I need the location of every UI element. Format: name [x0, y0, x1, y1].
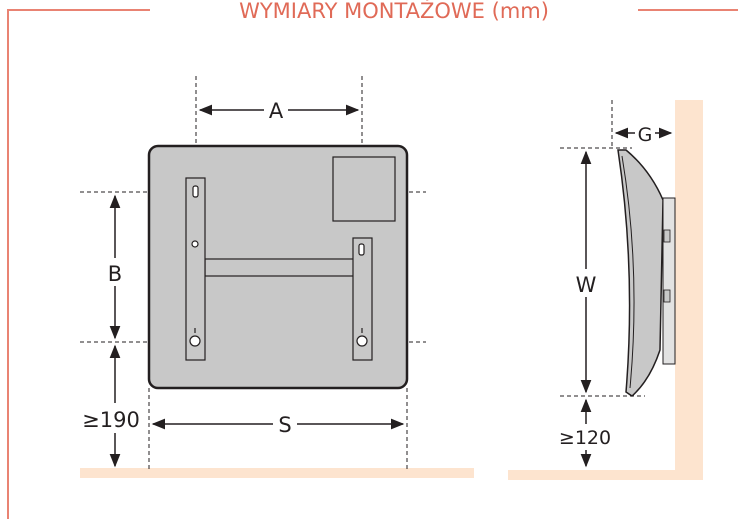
keyhole-left: [189, 328, 201, 347]
dim-a-label: A: [269, 99, 284, 123]
heater-front-curve: [621, 155, 635, 389]
dim-w-label-bg: [571, 269, 601, 297]
slot-right-top: [358, 243, 365, 256]
heater-side-profile: [617, 149, 664, 397]
frame-left-line: [7, 9, 150, 519]
frame: WYMIARY MONTAŻOWE (mm): [7, 0, 738, 519]
hole-left-middle: [191, 240, 199, 248]
front-view: A B ≥190 S: [80, 76, 426, 470]
dim-w-label: W: [576, 273, 597, 297]
control-box: [332, 156, 396, 222]
wall-side: [675, 100, 703, 480]
dim-g-label: G: [638, 124, 653, 146]
mounting-bracket: [185, 177, 373, 361]
slot-left-top: [192, 185, 199, 198]
dim-floor-front-label-bg: [80, 403, 142, 433]
floor-front: [80, 468, 474, 478]
dim-s-label-bg: [273, 411, 297, 437]
dim-floor-front-label: ≥190: [82, 408, 140, 432]
wall-bracket-side: [662, 197, 676, 365]
floor-side: [508, 470, 676, 480]
dim-g-label-bg: [635, 121, 655, 145]
bracket-clip-top: [663, 229, 671, 243]
dim-a-label-bg: [264, 98, 288, 122]
dim-b-label-bg: [103, 258, 127, 286]
dim-b-label: B: [108, 262, 122, 286]
page-title: WYMIARY MONTAŻOWE (mm): [239, 0, 549, 23]
dim-floor-side-label-bg: [552, 424, 618, 450]
bracket-left-rail: [185, 177, 206, 361]
side-view: G W ≥120: [552, 100, 676, 468]
bracket-crossbar: [204, 258, 355, 277]
dim-floor-side-label: ≥120: [559, 427, 611, 449]
bracket-right-rail: [352, 237, 373, 361]
keyhole-right: [356, 328, 368, 347]
dim-s-label: S: [278, 413, 291, 437]
bracket-clip-bottom: [663, 289, 671, 303]
